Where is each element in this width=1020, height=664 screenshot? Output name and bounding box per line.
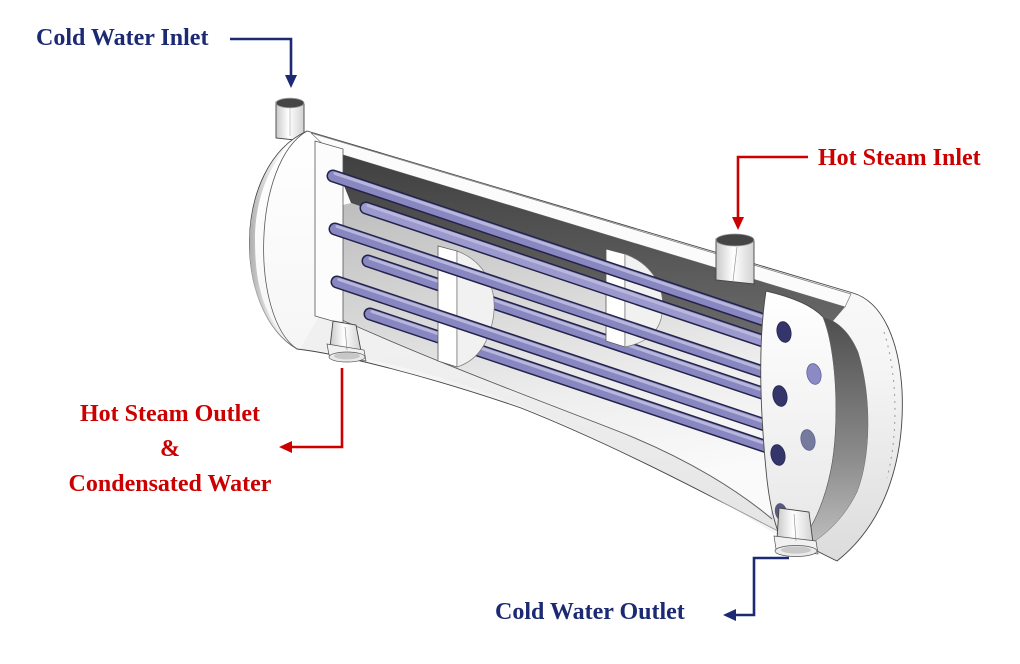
hot-steam-outlet-arrow (279, 368, 344, 453)
cold-water-outlet-arrow (723, 556, 789, 621)
right-end-cap (883, 331, 896, 479)
label-text: & (160, 436, 180, 462)
cold-water-inlet-arrow (230, 37, 297, 88)
hot-steam-outlet-nozzle (326, 320, 367, 363)
left-end-cap (249, 130, 308, 350)
tube (330, 275, 781, 435)
label-text: Cold Water Outlet (495, 599, 685, 625)
nozzle-opening (715, 233, 755, 247)
label-text: Hot Steam Outlet (80, 401, 260, 427)
tube (326, 169, 777, 329)
shell-cut-lip (321, 310, 773, 520)
label-text: Cold Water Inlet (36, 25, 209, 51)
label-text: Hot Steam Inlet (818, 145, 981, 171)
hot-steam-inlet-label: Hot Steam Inlet (818, 145, 981, 172)
tube (328, 222, 779, 382)
nozzle-opening (275, 97, 305, 109)
cold-water-inlet-label: Cold Water Inlet (36, 25, 208, 52)
tube-hole (772, 385, 788, 407)
tube-hole (776, 321, 792, 343)
tube-hole (800, 429, 816, 451)
cold-water-outlet-nozzle (773, 507, 819, 557)
hot-steam-inlet-nozzle (715, 233, 755, 285)
right-head-rim (790, 316, 869, 554)
tube (359, 201, 785, 353)
hot-steam-outlet-label: Hot Steam Outlet & Condensated Water (50, 397, 290, 502)
label-text: Condensated Water (68, 471, 272, 497)
tube-hole (770, 444, 786, 466)
cold-water-outlet-label: Cold Water Outlet (495, 599, 685, 626)
hot-steam-inlet-arrow (732, 155, 808, 230)
tube-hole (806, 363, 822, 385)
shell-front-band (300, 311, 790, 543)
